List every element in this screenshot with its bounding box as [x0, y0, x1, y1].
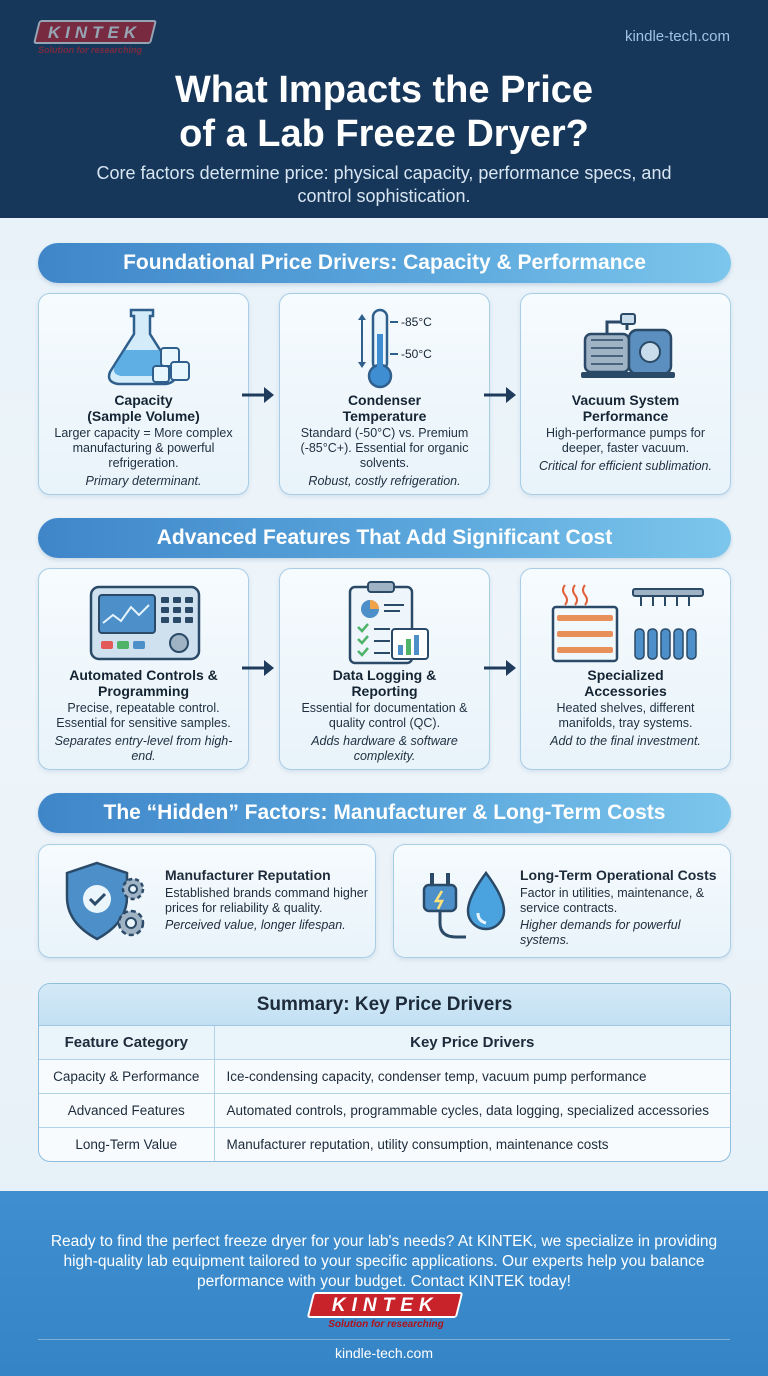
card-description: Larger capacity = More complex manufactu…	[54, 426, 233, 470]
logo-tagline: Solution for researching	[328, 1319, 444, 1330]
page-title-line2: of a Lab Freeze Dryer?	[179, 113, 589, 155]
shield-gears-icon	[65, 861, 145, 941]
header: KINTEK Solution for researching kindle-t…	[0, 0, 768, 218]
card-text: Long-Term Operational Costs Factor in ut…	[520, 867, 724, 948]
table-cell: Automated controls, programmable cycles,…	[214, 1093, 730, 1128]
header-site-link[interactable]: kindle-tech.com	[624, 28, 730, 45]
card-description: Factor in utilities, maintenance, & serv…	[520, 886, 705, 915]
footer-logo[interactable]: KINTEK Solution for researching	[306, 1292, 464, 1330]
plug-water-drop-icon	[422, 870, 506, 939]
section1-banner: Foundational Price Drivers: Capacity & P…	[38, 243, 731, 283]
card-title: Long-Term Operational Costs	[520, 867, 717, 883]
table-row: Advanced Features Automated controls, pr…	[39, 1093, 730, 1128]
flask-ice-icon	[107, 308, 190, 386]
card-title: Manufacturer Reputation	[165, 867, 331, 883]
arrow-right-icon	[242, 387, 274, 403]
arrow-right-icon	[242, 660, 274, 676]
table-header-row: Feature Category Key Price Drivers	[39, 1026, 730, 1060]
summary-table: Summary: Key Price Drivers Feature Categ…	[38, 983, 731, 1162]
card-title: Capacity(Sample Volume)	[87, 392, 200, 424]
card-description: Established brands command higher prices…	[165, 886, 368, 915]
table-row: Capacity & Performance Ice-condensing ca…	[39, 1059, 730, 1094]
footer-site-link[interactable]: kindle-tech.com	[334, 1345, 434, 1361]
card-description: Essential for documentation & quality co…	[301, 701, 468, 730]
card-operational-costs: Long-Term Operational Costs Factor in ut…	[393, 844, 731, 958]
card-note: Add to the final investment.	[550, 734, 701, 748]
card-note: Higher demands for powerful systems.	[520, 918, 681, 947]
table-row: Long-Term Value Manufacturer reputation,…	[39, 1127, 730, 1161]
arrow-right-icon	[484, 387, 516, 403]
footer-cta-text: Ready to find the perfect freeze dryer f…	[50, 1233, 718, 1290]
table-cell: Capacity & Performance	[39, 1059, 215, 1094]
table-cell: Advanced Features	[39, 1093, 215, 1128]
header-logo[interactable]: KINTEK Solution for researching	[33, 20, 157, 56]
table-header: Feature Category	[39, 1026, 215, 1060]
logo-badge: KINTEK	[33, 20, 157, 44]
card-note: Adds hardware & software complexity.	[311, 734, 458, 763]
card-manufacturer-reputation: Manufacturer Reputation Established bran…	[38, 844, 376, 958]
card-data-logging: Data Logging &Reporting Essential for do…	[279, 568, 490, 770]
card-description: Standard (-50°C) vs. Premium (-85°C+). E…	[300, 426, 469, 470]
thermometer-icon: -85°C -50°C	[358, 308, 432, 389]
card-note: Separates entry-level from high-end.	[54, 734, 233, 763]
arrow-right-icon	[484, 660, 516, 676]
card-description: Precise, repeatable control. Essential f…	[56, 701, 231, 730]
table-cell: Long-Term Value	[39, 1127, 215, 1161]
page-title-line1: What Impacts the Price	[174, 69, 594, 111]
shelves-manifold-icon	[551, 584, 704, 663]
control-panel-icon	[89, 585, 201, 661]
clipboard-report-icon	[348, 581, 429, 665]
temp-low-label: -50°C	[401, 347, 432, 361]
card-title: Automated Controls &Programming	[69, 667, 218, 699]
table-cell: Manufacturer reputation, utility consump…	[226, 1136, 609, 1152]
card-note: Perceived value, longer lifespan.	[165, 918, 346, 932]
logo-tagline: Solution for researching	[38, 45, 143, 55]
card-text: Manufacturer Reputation Established bran…	[165, 867, 369, 933]
footer: Ready to find the perfect freeze dryer f…	[0, 1191, 768, 1376]
page-subtitle: Core factors determine price: physical c…	[96, 163, 672, 206]
section2-banner: Advanced Features That Add Significant C…	[38, 518, 731, 558]
card-note: Critical for efficient sublimation.	[539, 459, 712, 473]
card-automated-controls: Automated Controls &Programming Precise,…	[38, 568, 249, 770]
footer-divider	[38, 1339, 730, 1340]
card-capacity: Capacity(Sample Volume) Larger capacity …	[38, 293, 249, 495]
card-description: Heated shelves, different manifolds, tra…	[556, 701, 695, 730]
card-note: Primary determinant.	[85, 474, 202, 488]
page-title: What Impacts the Price of a Lab Freeze D…	[0, 68, 768, 156]
table-cell: Ice-condensing capacity, condenser temp,…	[214, 1059, 730, 1094]
vacuum-pump-icon	[581, 313, 675, 378]
logo-badge: KINTEK	[306, 1292, 464, 1318]
summary-title: Summary: Key Price Drivers	[39, 984, 730, 1026]
summary-grid: Feature Category Key Price Drivers Capac…	[39, 1026, 730, 1161]
table-header: Key Price Drivers	[214, 1026, 730, 1060]
card-description: High-performance pumps for deeper, faste…	[545, 426, 706, 455]
temp-high-label: -85°C	[401, 315, 432, 329]
card-note: Robust, costly refrigeration.	[308, 474, 461, 488]
card-title: Data Logging &Reporting	[332, 667, 437, 699]
section3-banner: The “Hidden” Factors: Manufacturer & Lon…	[38, 793, 731, 833]
